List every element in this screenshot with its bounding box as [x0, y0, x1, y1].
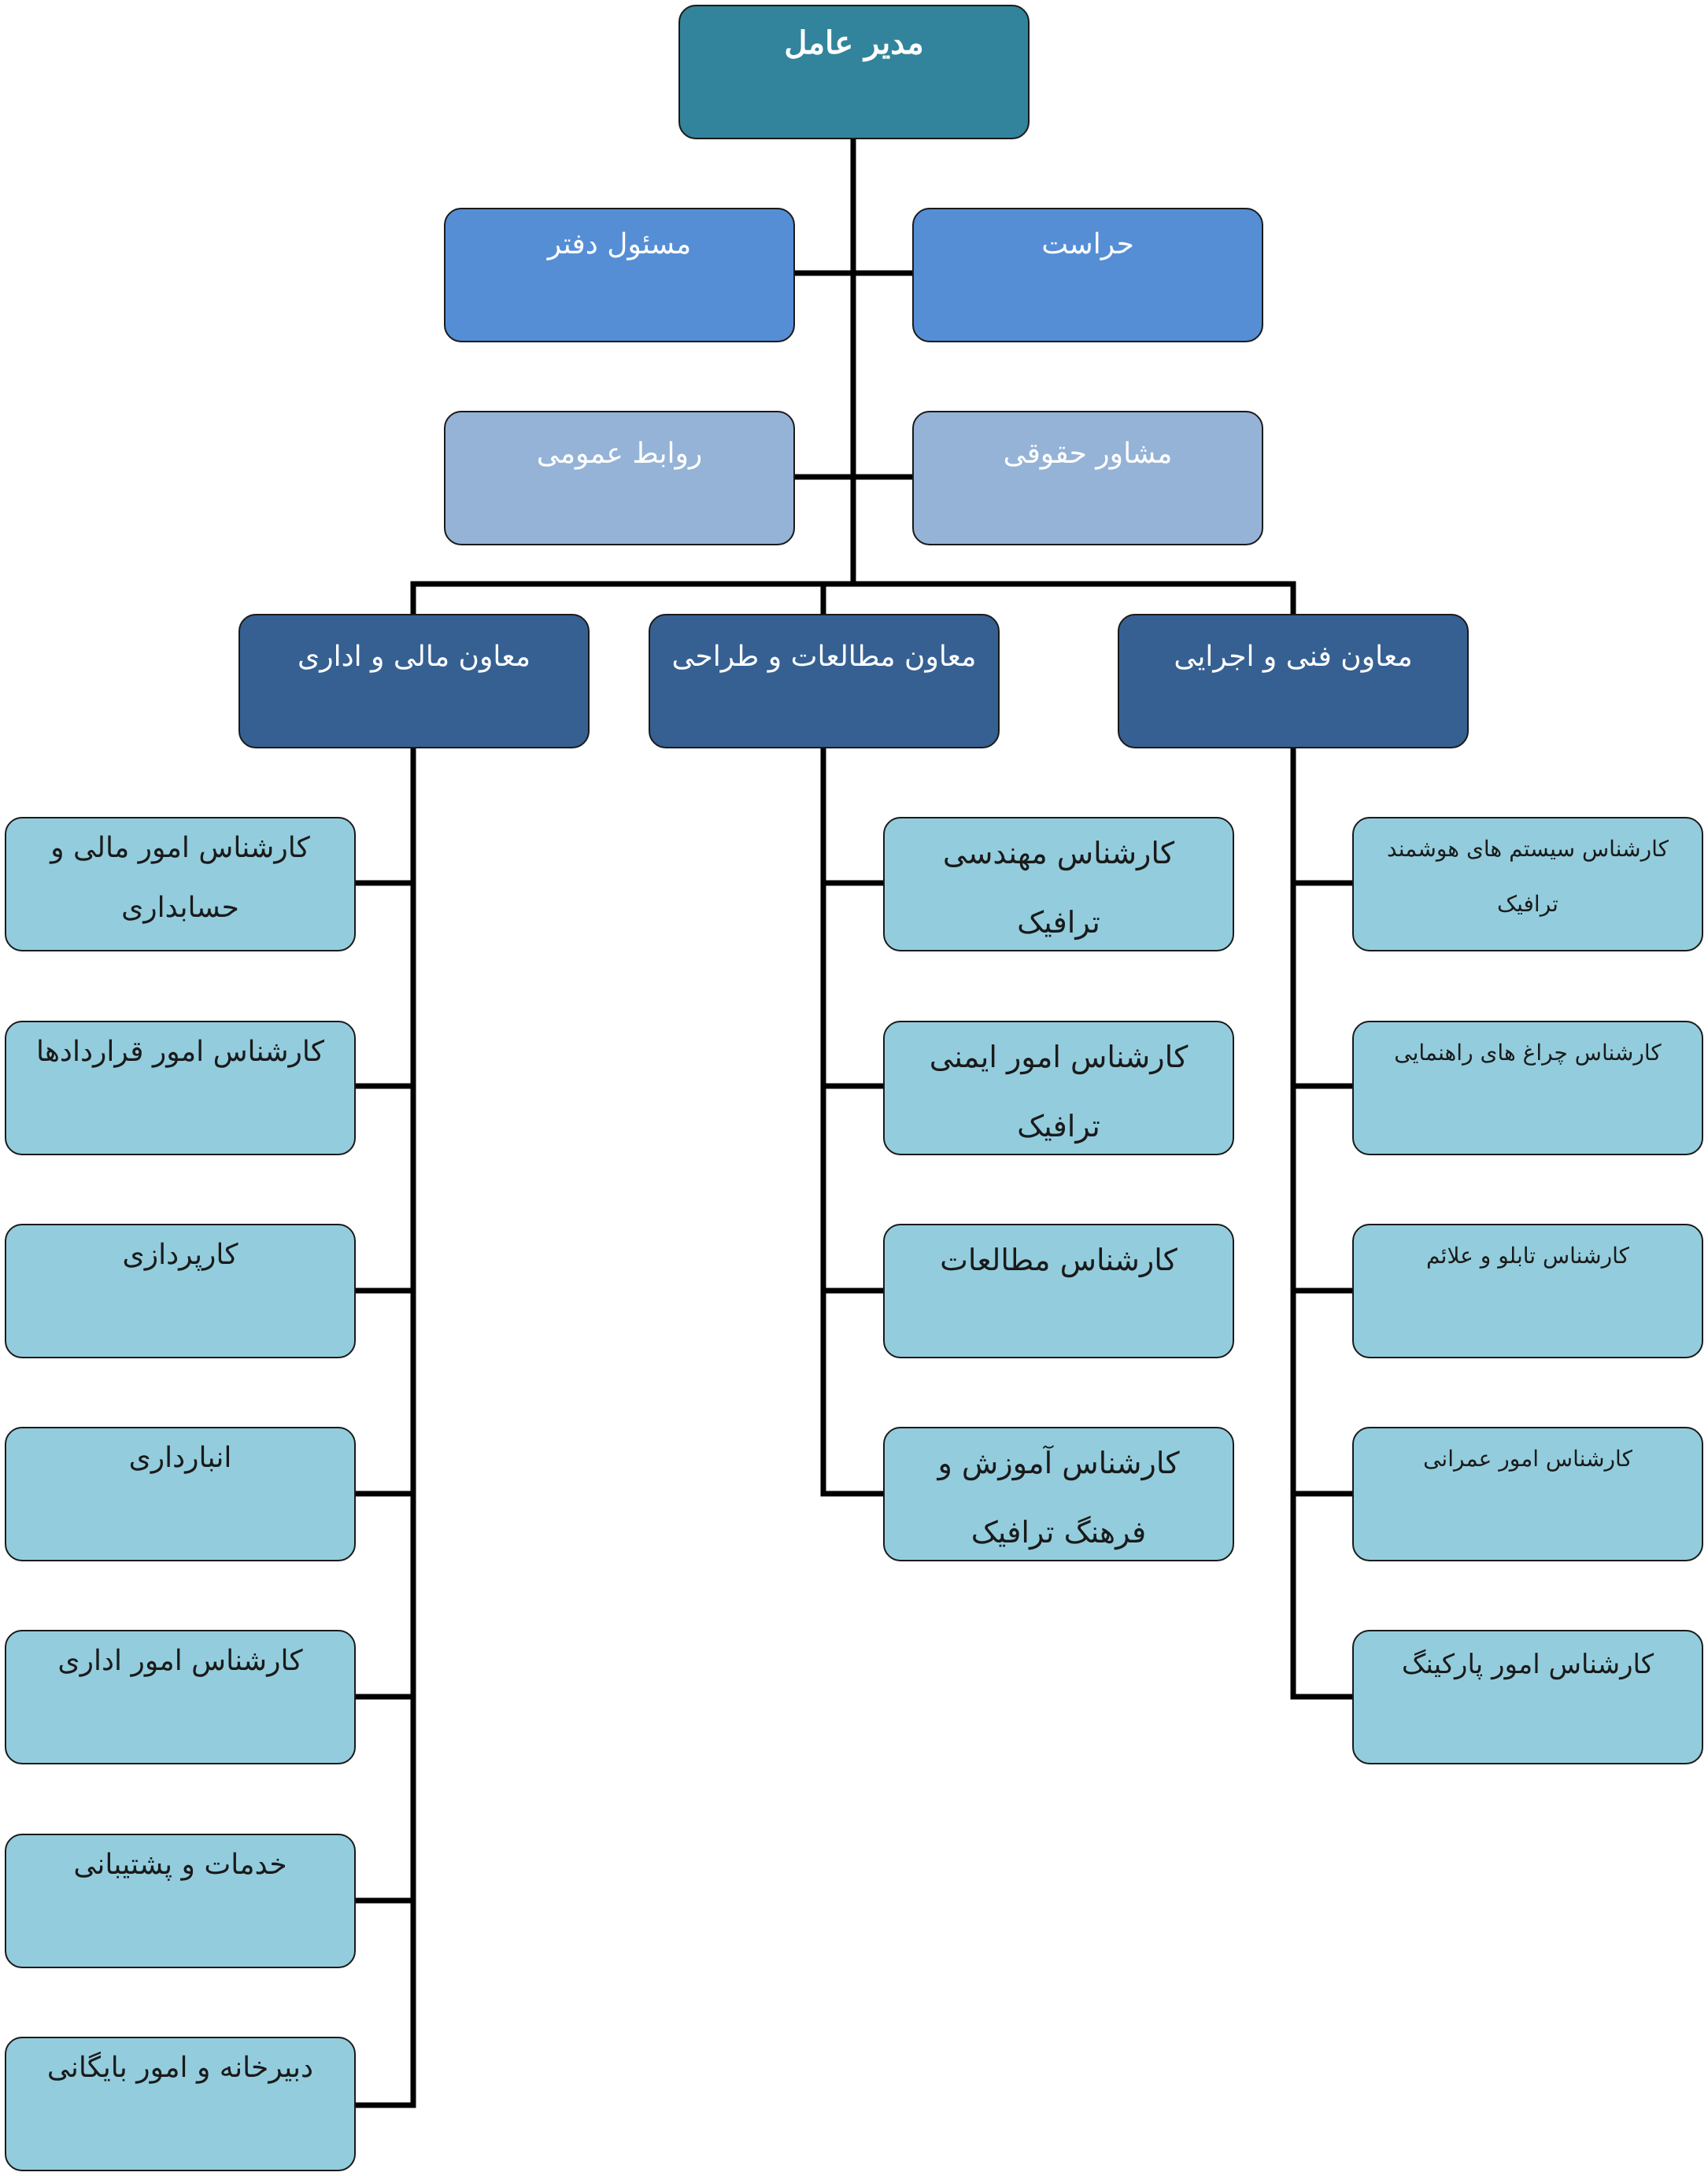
- finance-unit-label: کارشناس امور اداری: [57, 1645, 303, 1677]
- deputy-studies-label: معاون مطالعات و طراحی: [671, 641, 977, 673]
- studies-unit-box: کارشناس مهندسی ترافیک: [883, 817, 1234, 951]
- studies-unit-box: کارشناس امور ایمنی ترافیک: [883, 1021, 1234, 1155]
- legal-advisor-box: مشاور حقوقی: [912, 411, 1263, 545]
- security-box: حراست: [912, 208, 1263, 342]
- finance-unit-label: کارشناس امور قراردادها: [35, 1036, 325, 1068]
- finance-unit-label: دبیرخانه و امور بایگانی: [46, 2052, 314, 2084]
- finance-unit-box: خدمات و پشتیبانی: [5, 1834, 356, 1968]
- studies-unit-label: کارشناس آموزش و فرهنگ ترافیک: [937, 1446, 1180, 1550]
- studies-unit-label: کارشناس مطالعات: [940, 1243, 1177, 1277]
- studies-unit-label: کارشناس امور ایمنی ترافیک: [929, 1040, 1189, 1143]
- office-manager-box: مسئول دفتر: [444, 208, 795, 342]
- finance-unit-box: کارشناس امور مالی و حسابداری: [5, 817, 356, 951]
- office-manager-label: مسئول دفتر: [547, 228, 692, 260]
- finance-unit-box: کارشناس امور قراردادها: [5, 1021, 356, 1155]
- deputy-technical-box: معاون فنی و اجرایی: [1118, 614, 1469, 748]
- deputy-studies-box: معاون مطالعات و طراحی: [649, 614, 1000, 748]
- technical-unit-box: کارشناس امور پارکینگ: [1352, 1630, 1703, 1764]
- studies-unit-label: کارشناس مهندسی ترافیک: [942, 836, 1175, 940]
- deputy-finance-label: معاون مالی و اداری: [298, 641, 531, 673]
- technical-unit-box: کارشناس امور عمرانی: [1352, 1427, 1703, 1561]
- technical-unit-label: کارشناس امور پارکینگ: [1401, 1649, 1654, 1680]
- finance-unit-box: کارپردازی: [5, 1224, 356, 1358]
- technical-unit-box: کارشناس سیستم های هوشمند ترافیک: [1352, 817, 1703, 951]
- security-label: حراست: [1041, 228, 1134, 260]
- legal-advisor-label: مشاور حقوقی: [1003, 438, 1173, 470]
- technical-unit-label: کارشناس تابلو و علائم: [1426, 1243, 1629, 1269]
- ceo-box: مدیر عامل: [678, 5, 1030, 139]
- finance-unit-box: کارشناس امور اداری: [5, 1630, 356, 1764]
- studies-unit-box: کارشناس آموزش و فرهنگ ترافیک: [883, 1427, 1234, 1561]
- finance-unit-box: انبارداری: [5, 1427, 356, 1561]
- ceo-label: مدیر عامل: [784, 24, 924, 61]
- finance-unit-label: انبارداری: [128, 1442, 232, 1474]
- technical-unit-box: کارشناس تابلو و علائم: [1352, 1224, 1703, 1358]
- public-relations-box: روابط عمومی: [444, 411, 795, 545]
- finance-unit-label: کارپردازی: [122, 1239, 238, 1271]
- technical-unit-label: کارشناس چراغ های راهنمایی: [1394, 1040, 1662, 1066]
- finance-unit-label: خدمات و پشتیبانی: [73, 1849, 287, 1881]
- deputy-technical-label: معاون فنی و اجرایی: [1174, 641, 1413, 673]
- technical-unit-box: کارشناس چراغ های راهنمایی: [1352, 1021, 1703, 1155]
- technical-unit-label: کارشناس سیستم های هوشمند ترافیک: [1387, 836, 1669, 917]
- finance-unit-label: کارشناس امور مالی و حسابداری: [50, 832, 310, 924]
- public-relations-label: روابط عمومی: [536, 438, 703, 470]
- technical-unit-label: کارشناس امور عمرانی: [1423, 1446, 1632, 1472]
- finance-unit-box: دبیرخانه و امور بایگانی: [5, 2037, 356, 2171]
- deputy-finance-box: معاون مالی و اداری: [238, 614, 590, 748]
- studies-unit-box: کارشناس مطالعات: [883, 1224, 1234, 1358]
